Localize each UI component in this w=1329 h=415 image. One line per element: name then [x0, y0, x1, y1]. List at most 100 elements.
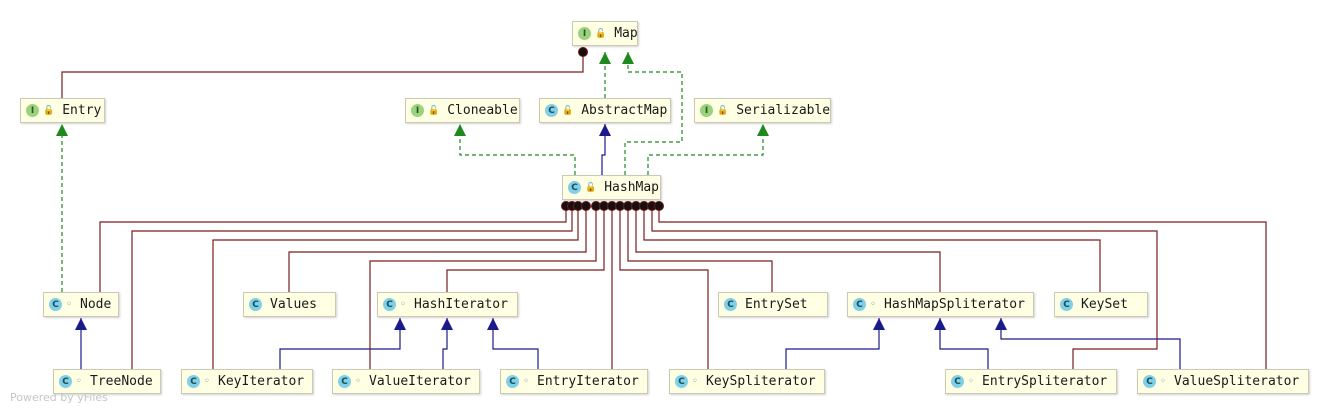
node-label: KeySet [1081, 297, 1128, 312]
edge-inner-entryset-to-hashmap [627, 206, 773, 292]
node-label: KeySpliterator [706, 374, 816, 389]
implements-arrowhead [757, 124, 769, 136]
node-label: Serializable [736, 103, 831, 118]
class-icon: C [724, 298, 737, 311]
implements-arrowhead [599, 52, 611, 64]
package-private-icon: ◦ [204, 376, 211, 387]
package-private-icon: ◦ [76, 376, 83, 387]
node-label: ValueSpliterator [1174, 374, 1300, 389]
edge-inner-entryspliterator-to-hashmap [651, 206, 1158, 369]
node-abstractmap[interactable]: C 🔓 AbstractMap [539, 98, 671, 123]
package-private-icon: ◦ [355, 376, 362, 387]
edge-extends-entryspliterator-to-hashmapspliterator [939, 318, 989, 369]
node-map[interactable]: I🔓Map [572, 21, 638, 46]
class-icon: C [338, 375, 351, 388]
class-icon: C [951, 375, 964, 388]
node-label: HashMap [604, 180, 660, 195]
node-entryspliterator[interactable]: C ◦ EntrySpliterator [945, 369, 1117, 394]
node-keyset[interactable]: C KeySet [1054, 292, 1148, 317]
class-icon: C [568, 181, 581, 194]
node-entryiterator[interactable]: C ◦ EntryIterator [500, 369, 648, 394]
class-icon: C [187, 375, 200, 388]
class-icon: C [49, 298, 62, 311]
edge-inner-entry-to-map [61, 52, 584, 98]
extends-arrowhead [394, 318, 406, 330]
class-icon: C [545, 104, 558, 117]
package-private-icon: ◦ [66, 299, 73, 310]
extends-arrowhead [873, 318, 885, 330]
edge-extends-keyiterator-to-hashiterator [279, 318, 401, 369]
node-label: Values [270, 297, 317, 312]
class-icon: C [675, 375, 688, 388]
node-valueiterator[interactable]: C◦ValueIterator [332, 369, 480, 394]
package-private-icon: ◦ [1160, 376, 1167, 387]
public-icon: 🔓 [595, 28, 607, 39]
node-entryset[interactable]: C EntrySet [718, 292, 828, 317]
node-label: EntryIterator [537, 374, 639, 389]
public-icon: 🔓 [562, 105, 574, 116]
node-hashmapspliterator[interactable]: C◦HashMapSpliterator [847, 292, 1034, 317]
public-icon: 🔓 [428, 105, 440, 116]
node-node[interactable]: C ◦ Node [43, 292, 119, 317]
node-values[interactable]: C Values [243, 292, 336, 317]
node-hashmap[interactable]: C 🔓 HashMap [562, 175, 661, 200]
edge-extends-hashmap-to-abstractmap [601, 124, 606, 175]
node-valuespliterator[interactable]: C◦ValueSpliterator [1137, 369, 1309, 394]
node-label: KeyIterator [218, 374, 305, 389]
interface-icon: I [700, 104, 713, 117]
public-icon: 🔓 [43, 105, 55, 116]
extends-arrowhead [599, 124, 611, 136]
node-label: Cloneable [447, 103, 518, 118]
extends-arrowhead [487, 318, 499, 330]
node-label: Entry [62, 103, 102, 118]
powered-by-footer: Powered by yFiles [10, 391, 108, 404]
class-icon: C [1060, 298, 1073, 311]
extends-arrowhead [441, 318, 453, 330]
package-private-icon: ◦ [523, 376, 530, 387]
edge-inner-hashmapspliterator-to-hashmap [635, 206, 941, 292]
edge-inner-treenode-to-hashmap [131, 206, 573, 369]
node-cloneable[interactable]: I 🔓 Cloneable [405, 98, 520, 123]
edge-implements-hashmap-to-cloneable [459, 124, 576, 175]
package-private-icon: ◦ [692, 376, 699, 387]
interface-icon: I [26, 104, 39, 117]
package-private-icon: ◦ [400, 299, 407, 310]
public-icon: 🔓 [585, 182, 597, 193]
node-label: HashIterator [414, 297, 508, 312]
edge-inner-valueiterator-to-hashmap [369, 206, 597, 369]
edge-inner-values-to-hashmap [288, 206, 587, 292]
edge-extends-keyspliterator-to-hashmapspliterator [785, 318, 880, 369]
edge-inner-hashiterator-to-hashmap [446, 206, 605, 292]
node-label: EntrySet [745, 297, 808, 312]
implements-arrowhead [454, 124, 466, 136]
edge-extends-valuespliterator-to-hashmapspliterator [1000, 318, 1181, 369]
package-private-icon: ◦ [870, 299, 877, 310]
node-label: TreeNode [90, 374, 153, 389]
node-keyiterator[interactable]: C ◦ KeyIterator [181, 369, 313, 394]
class-icon: C [506, 375, 519, 388]
node-entry[interactable]: I 🔓 Entry [20, 98, 105, 123]
node-hashiterator[interactable]: C◦HashIterator [377, 292, 518, 317]
extends-arrowhead [75, 318, 87, 330]
node-treenode[interactable]: C ◦ TreeNode [53, 369, 161, 394]
class-icon: C [59, 375, 72, 388]
implements-arrowhead [622, 52, 634, 64]
package-private-icon: ◦ [968, 376, 975, 387]
interface-icon: I [411, 104, 424, 117]
inner-class-marker [578, 47, 588, 57]
node-keyspliterator[interactable]: C ◦ KeySpliterator [669, 369, 825, 394]
edge-inner-keyspliterator-to-hashmap [619, 206, 709, 369]
edge-implements-hashmap-to-map [624, 52, 683, 175]
node-label: Node [80, 297, 112, 312]
extends-arrowhead [995, 318, 1007, 330]
class-icon: C [249, 298, 262, 311]
edge-inner-node-to-hashmap [99, 206, 567, 292]
node-label: EntrySpliterator [982, 374, 1108, 389]
inner-class-marker [654, 201, 664, 211]
node-label: AbstractMap [581, 103, 668, 118]
node-serializable[interactable]: I 🔓 Serializable [694, 98, 831, 123]
public-icon: 🔓 [717, 105, 729, 116]
edge-inner-valuespliterator-to-hashmap [658, 206, 1267, 369]
edge-inner-keyiterator-to-hashmap [212, 206, 579, 369]
